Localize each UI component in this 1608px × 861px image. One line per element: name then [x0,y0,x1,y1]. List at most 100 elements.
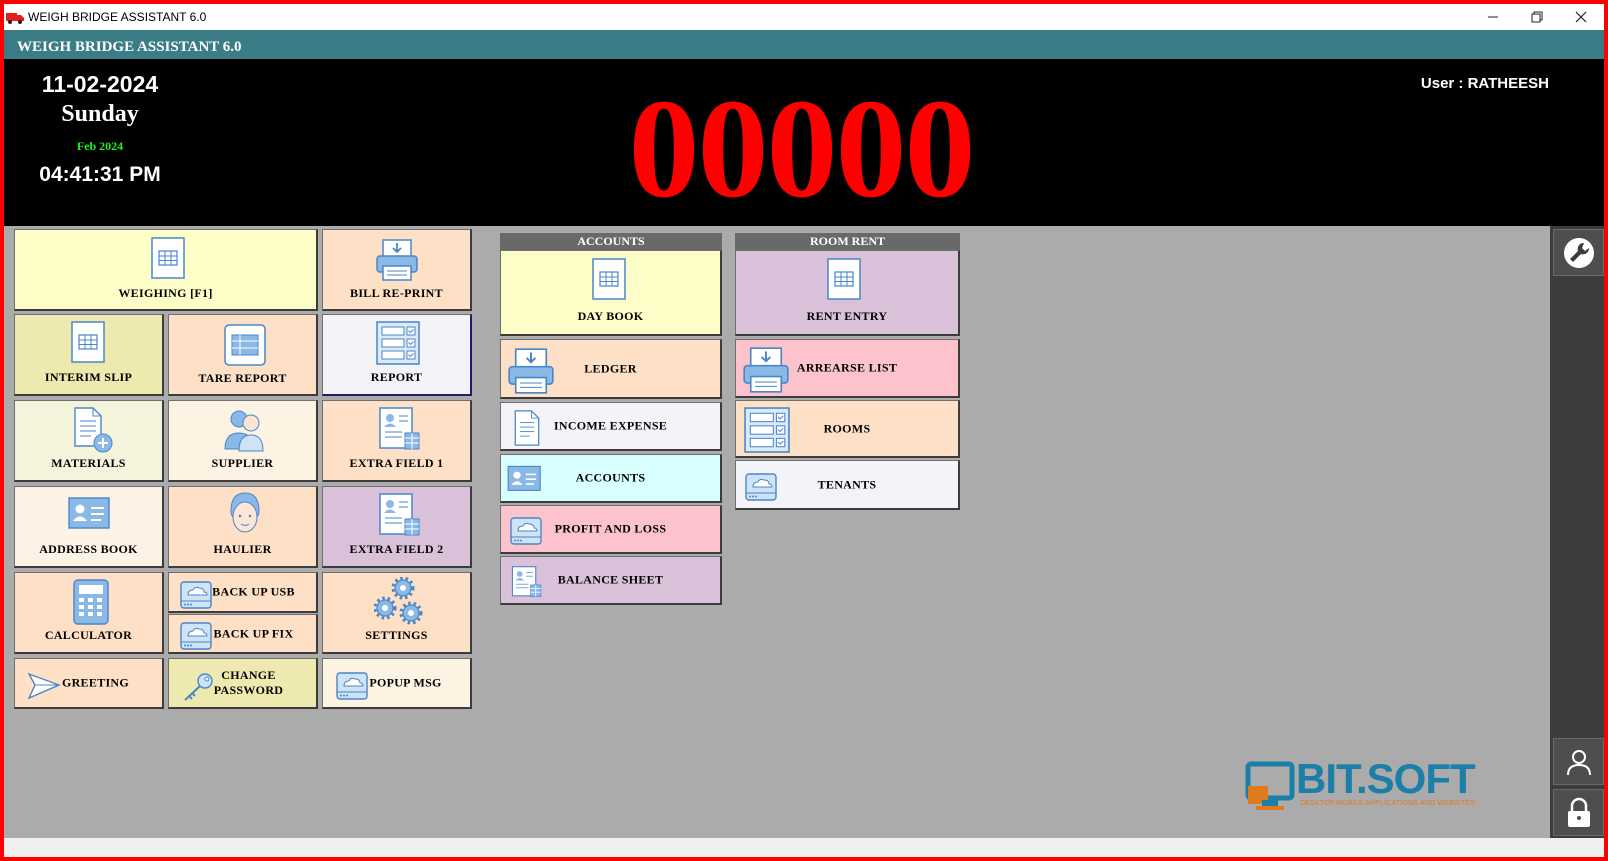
tenants-label: TENANTS [817,477,877,491]
weighing-button[interactable]: WEIGHING [F1] [14,229,318,311]
report-label: REPORT [370,370,423,384]
key-icon [184,673,213,701]
bitsoft-logo: BIT.SOFT DESKTOP.MOBILE APPLICATIONS AND… [1242,756,1482,816]
profit-and-loss-button[interactable]: PROFIT AND LOSS [500,505,722,554]
current-day: Sunday [61,101,139,127]
popup-msg-label: POPUP MSG [369,675,442,690]
doc-icon [592,258,626,300]
status-bar [4,838,1604,857]
app-window: WEIGH BRIDGE ASSISTANT 6.0 WEIGH BRIDGE … [4,4,1604,857]
report-button[interactable]: REPORT [322,314,472,396]
change-password-label-line2: PASSWORD [213,683,284,697]
contact-card-icon [68,497,110,529]
current-date: 11-02-2024 [41,71,159,97]
day-book-label: DAY BOOK [577,309,644,323]
backup-usb-label: BACK UP USB [212,584,295,599]
calculator-label: CALCULATOR [44,628,133,642]
user-button[interactable] [1553,738,1604,785]
calculator-button[interactable]: CALCULATOR [14,572,164,654]
gears-icon [374,577,423,625]
logged-in-user: User : RATHEESH [1420,75,1549,92]
id-card-icon [379,407,420,450]
extra-field-1-button[interactable]: EXTRA FIELD 1 [322,400,472,482]
backup-fix-button[interactable]: BACK UP FIX [168,614,318,654]
income-expense-button[interactable]: INCOME EXPENSE [500,402,722,451]
address-book-label: ADDRESS BOOK [39,542,138,556]
balance-sheet-button[interactable]: BALANCE SHEET [500,556,722,605]
greeting-label: GREETING [61,675,130,690]
rooms-button[interactable]: ROOMS [735,400,960,458]
accounts-heading: ACCOUNTS [500,233,722,250]
calculator-icon [73,579,109,625]
income-expense-label: INCOME EXPENSE [553,418,668,433]
popup-msg-button[interactable]: POPUP MSG [322,658,472,709]
rent-entry-label: RENT ENTRY [806,309,888,323]
person-icon [230,492,260,533]
materials-label: MATERIALS [51,456,126,470]
balance-sheet-label: BALANCE SHEET [557,572,664,587]
table-icon [224,324,266,366]
window-titlebar: WEIGH BRIDGE ASSISTANT 6.0 [4,4,1604,30]
haulier-button[interactable]: HAULIER [168,486,318,568]
arrearse-list-button[interactable]: ARREARSE LIST [735,339,960,398]
right-sidebar [1550,226,1604,838]
window-title: WEIGH BRIDGE ASSISTANT 6.0 [28,10,207,24]
rooms-label: ROOMS [823,421,871,435]
weight-display-panel: 11-02-2024 Sunday Feb 2024 04:41:31 PM 0… [4,59,1604,226]
supplier-label: SUPPLIER [211,456,274,470]
form-icon [376,321,420,365]
rent-entry-button[interactable]: RENT ENTRY [735,250,960,336]
profit-and-loss-label: PROFIT AND LOSS [554,521,667,536]
current-time: 04:41:31 PM [39,163,161,186]
tools-button[interactable] [1553,229,1604,276]
change-password-button[interactable]: CHANGE PASSWORD [168,658,318,709]
bill-reprint-label: BILL RE-PRINT [350,286,443,300]
close-icon[interactable] [1558,4,1604,30]
id-card-icon [379,493,420,536]
lock-button[interactable] [1553,789,1604,836]
printer-icon [376,239,418,281]
minimize-icon[interactable] [1470,4,1516,30]
extra-field-2-button[interactable]: EXTRA FIELD 2 [322,486,472,568]
change-password-label: CHANGE PASSWORD [169,668,316,698]
monitor-logo-icon [1245,761,1295,810]
weighing-label: WEIGHING [F1] [118,286,213,300]
logo-tagline: DESKTOP.MOBILE APPLICATIONS AND WEBSITES [1300,800,1476,807]
backup-fix-label: BACK UP FIX [213,626,294,640]
ledger-button[interactable]: LEDGER [500,339,722,399]
paper-plane-icon [27,672,61,700]
add-document-icon [74,407,113,453]
greeting-button[interactable]: GREETING [14,658,164,709]
accounts-label: ACCOUNTS [575,470,646,485]
wrench-icon [1563,237,1594,268]
extra-field-2-label: EXTRA FIELD 2 [349,542,444,556]
current-month: Feb 2024 [76,139,124,153]
truck-icon [6,11,24,24]
bill-reprint-button[interactable]: BILL RE-PRINT [322,229,472,311]
weighing-doc-icon [151,237,185,279]
arrearse-list-label: ARREARSE LIST [796,360,898,375]
address-book-button[interactable]: ADDRESS BOOK [14,486,164,568]
logo-brand: BIT.SOFT [1296,755,1476,802]
doc-icon [71,321,105,363]
backup-usb-button[interactable]: BACK UP USB [168,572,318,613]
interim-slip-button[interactable]: INTERIM SLIP [14,314,164,396]
change-password-label-line1: CHANGE [221,668,276,682]
day-book-button[interactable]: DAY BOOK [500,250,722,336]
restore-icon[interactable] [1514,4,1560,30]
users-icon [224,410,264,452]
user-icon [1566,749,1591,775]
tenants-button[interactable]: TENANTS [735,460,960,510]
lock-icon [1567,797,1590,827]
ledger-label: LEDGER [584,361,637,375]
doc-icon [827,258,861,300]
tare-report-label: TARE REPORT [198,371,287,385]
haulier-label: HAULIER [213,542,272,556]
settings-button[interactable]: SETTINGS [322,572,472,654]
materials-button[interactable]: MATERIALS [14,400,164,482]
room-rent-heading: ROOM RENT [735,233,960,250]
supplier-button[interactable]: SUPPLIER [168,400,318,482]
tare-report-button[interactable]: TARE REPORT [168,314,318,396]
accounts-button[interactable]: ACCOUNTS [500,454,722,503]
extra-field-1-label: EXTRA FIELD 1 [349,456,444,470]
